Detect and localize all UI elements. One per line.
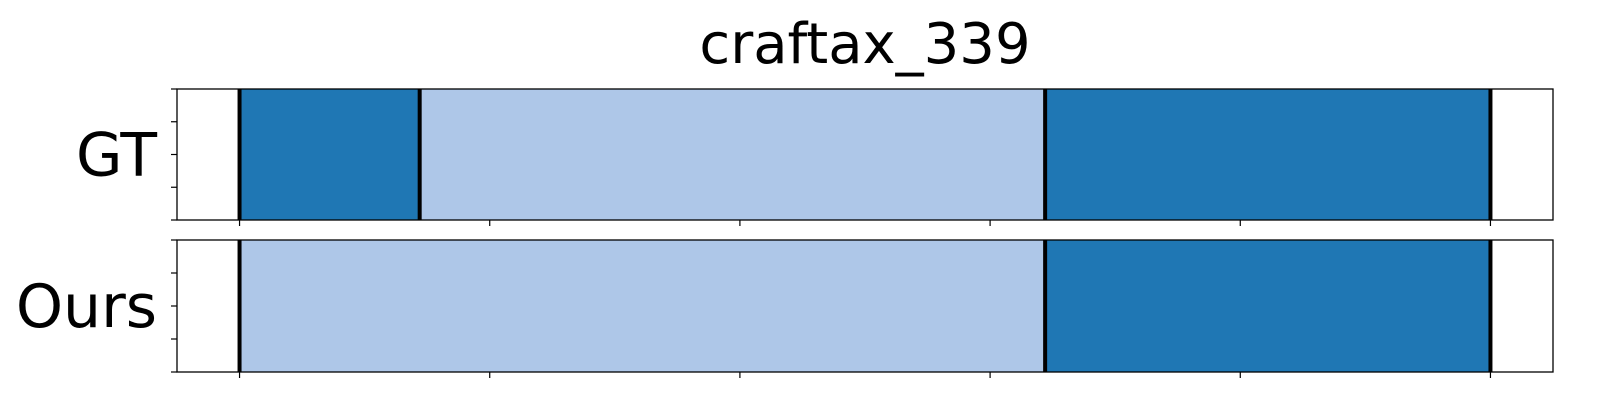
panel-gt: GT bbox=[76, 88, 1554, 226]
chart-title: craftax_339 bbox=[699, 12, 1030, 77]
segment-bar bbox=[1045, 240, 1491, 372]
segment-bar bbox=[1045, 89, 1491, 220]
segment-bar bbox=[239, 240, 1046, 372]
segment-bar bbox=[419, 89, 1046, 220]
segment-bar bbox=[239, 89, 420, 220]
row-label-gt: GT bbox=[76, 121, 157, 191]
panel-ours: Ours bbox=[16, 239, 1554, 378]
row-label-ours: Ours bbox=[16, 272, 157, 342]
chart-panels: GT Ours bbox=[16, 88, 1554, 378]
